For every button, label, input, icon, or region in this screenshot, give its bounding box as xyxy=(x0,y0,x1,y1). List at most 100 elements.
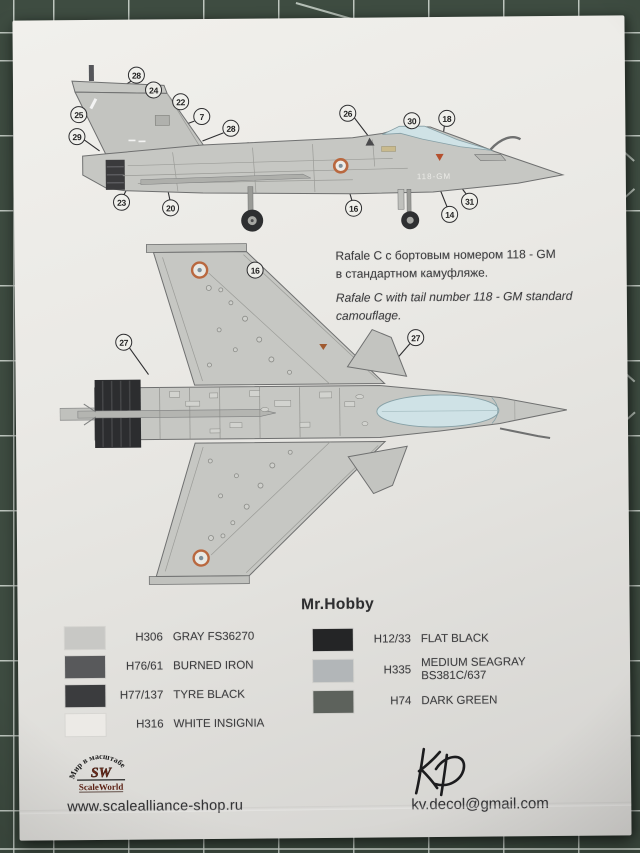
paint-brand-heading: Mr.Hobby xyxy=(300,595,375,614)
roundel-center xyxy=(197,267,202,273)
wingtip-rail-top xyxy=(145,243,247,253)
paint-swatch xyxy=(65,684,106,708)
scheme-description: Rafale C с бортовым номером 118 - GM в с… xyxy=(335,245,606,325)
paint-name: GRAY FS36270 xyxy=(172,630,255,643)
paint-list-right: H12/33 FLAT BLACK H335 MEDIUM SEAGRAY BS… xyxy=(312,627,579,714)
spine-antenna xyxy=(365,137,375,146)
wing-access-holes-bottom xyxy=(207,449,293,541)
callout-22: 22 xyxy=(172,93,190,111)
scaleworld-logo-art: Мир в масштабе SW ScaleWorld xyxy=(67,752,128,793)
callout-24: 24 xyxy=(144,81,163,99)
paint-code: H335 xyxy=(383,664,412,677)
callout-27: 27 xyxy=(115,333,133,351)
kd-logo: KD xyxy=(409,745,475,798)
main-wheel-axle xyxy=(250,219,254,223)
tan-panel xyxy=(381,146,396,152)
store-fins xyxy=(83,403,97,426)
paint-list-left: H306 GRAY FS36270 H76/61 BURNED IRON H77… xyxy=(64,625,316,737)
paint-row: H335 MEDIUM SEAGRAY BS381C/637 xyxy=(313,656,578,684)
fin-tip-antenna xyxy=(88,64,94,82)
callout-31: 31 xyxy=(460,192,479,210)
callout-20: 20 xyxy=(161,199,180,217)
nose-wheel-hub xyxy=(406,216,414,224)
refueling-probe xyxy=(489,136,522,151)
wing-access-holes-top xyxy=(205,285,292,375)
nose-gear-door xyxy=(397,189,405,210)
mat-grid-line xyxy=(0,848,640,850)
paint-code: H74 xyxy=(390,695,412,708)
callout-7: 7 xyxy=(193,107,211,126)
scaleworld-logo: Мир в масштабе SW ScaleWorld xyxy=(67,744,135,799)
shop-url: www.scalealliance-shop.ru xyxy=(67,797,244,816)
roundel-center xyxy=(198,555,204,561)
paint-code: H77/137 xyxy=(119,689,164,702)
callout-27: 27 xyxy=(407,329,425,347)
callout-18: 18 xyxy=(438,109,456,127)
paint-code: H306 xyxy=(135,631,163,644)
callout-16: 16 xyxy=(246,261,264,279)
paint-name-line1: MEDIUM SEAGRAY xyxy=(421,656,526,670)
canard-side xyxy=(473,154,507,161)
description-en-line1: Rafale C with tail number 118 - GM stand… xyxy=(335,288,573,305)
paint-name: BURNED IRON xyxy=(173,659,254,672)
description-ru-line1: Rafale C с бортовым номером 118 - GM xyxy=(335,246,556,263)
paint-name: DARK GREEN xyxy=(421,693,498,707)
paint-swatch xyxy=(313,690,354,714)
canopy-centerline xyxy=(381,410,498,412)
rescue-triangle-marker xyxy=(435,153,444,161)
paint-swatch xyxy=(312,628,353,652)
callout-28: 28 xyxy=(222,119,240,137)
wing-top xyxy=(152,251,386,386)
paint-swatch xyxy=(65,713,106,737)
description-en-line2: camouflage. xyxy=(335,308,402,323)
paint-row: H12/33 FLAT BLACK xyxy=(312,627,578,652)
wing-bottom xyxy=(155,440,387,577)
paint-name: FLAT BLACK xyxy=(420,632,489,645)
paint-swatch xyxy=(64,655,106,679)
callout-25: 25 xyxy=(70,106,88,124)
callout-28: 28 xyxy=(127,66,145,84)
paint-row: H306 GRAY FS36270 xyxy=(64,625,315,650)
spine-vents xyxy=(169,390,369,434)
paint-row: H316 WHITE INSIGNIA xyxy=(65,712,315,737)
tail-code-text: 118-GM xyxy=(417,172,451,181)
fin-decal xyxy=(154,114,170,126)
rafale-plan-view-art xyxy=(59,243,567,585)
paint-swatch xyxy=(313,659,354,683)
paint-code: H76/61 xyxy=(125,660,164,673)
wingtip-rail-bottom xyxy=(148,575,250,585)
wing-edge-store xyxy=(140,173,311,185)
callout-29: 29 xyxy=(68,128,86,146)
paint-code: H12/33 xyxy=(373,633,411,646)
callout-30: 30 xyxy=(403,112,421,130)
airframe-side: 118-GM xyxy=(71,64,565,232)
paint-row: H74 DARK GREEN xyxy=(313,689,578,714)
paint-name: TYRE BLACK xyxy=(173,688,245,701)
rafale-side-profile-art: 118-GM xyxy=(71,64,565,232)
airframe-plan xyxy=(59,243,567,585)
nose-gear-strut xyxy=(406,188,412,214)
paint-name: WHITE INSIGNIA xyxy=(173,717,265,730)
contact-email: kv.decol@gmail.com xyxy=(411,795,549,814)
top-view-drawing: 16 27 27 xyxy=(58,230,576,596)
centerline-store xyxy=(77,409,276,419)
fin-markings xyxy=(89,98,146,143)
kd-logo-art: KD xyxy=(414,747,466,797)
wing-marker-triangle xyxy=(319,343,328,350)
paint-row: H76/61 BURNED IRON xyxy=(64,654,315,679)
paint-name-line2: BS381C/637 xyxy=(421,669,487,683)
callout-14: 14 xyxy=(441,205,459,223)
instruction-sheet-paper: 118-GM 28 24 22 7 28 25 29 23 20 26 30 1… xyxy=(12,15,632,841)
paint-row: H77/137 TYRE BLACK xyxy=(65,683,315,708)
paint-name: MEDIUM SEAGRAY BS381C/637 xyxy=(421,656,526,683)
main-gear-strut xyxy=(247,186,254,211)
logo-initials: SW xyxy=(91,766,113,781)
roundel-center xyxy=(338,163,343,168)
paint-code: H316 xyxy=(136,718,164,731)
kd-signature-strokes xyxy=(414,747,466,797)
side-view-drawing: 118-GM 28 24 22 7 28 25 29 23 20 26 30 1… xyxy=(52,50,569,244)
callout-26: 26 xyxy=(339,104,357,122)
logo-name: ScaleWorld xyxy=(79,782,124,792)
canard-top xyxy=(346,328,408,377)
